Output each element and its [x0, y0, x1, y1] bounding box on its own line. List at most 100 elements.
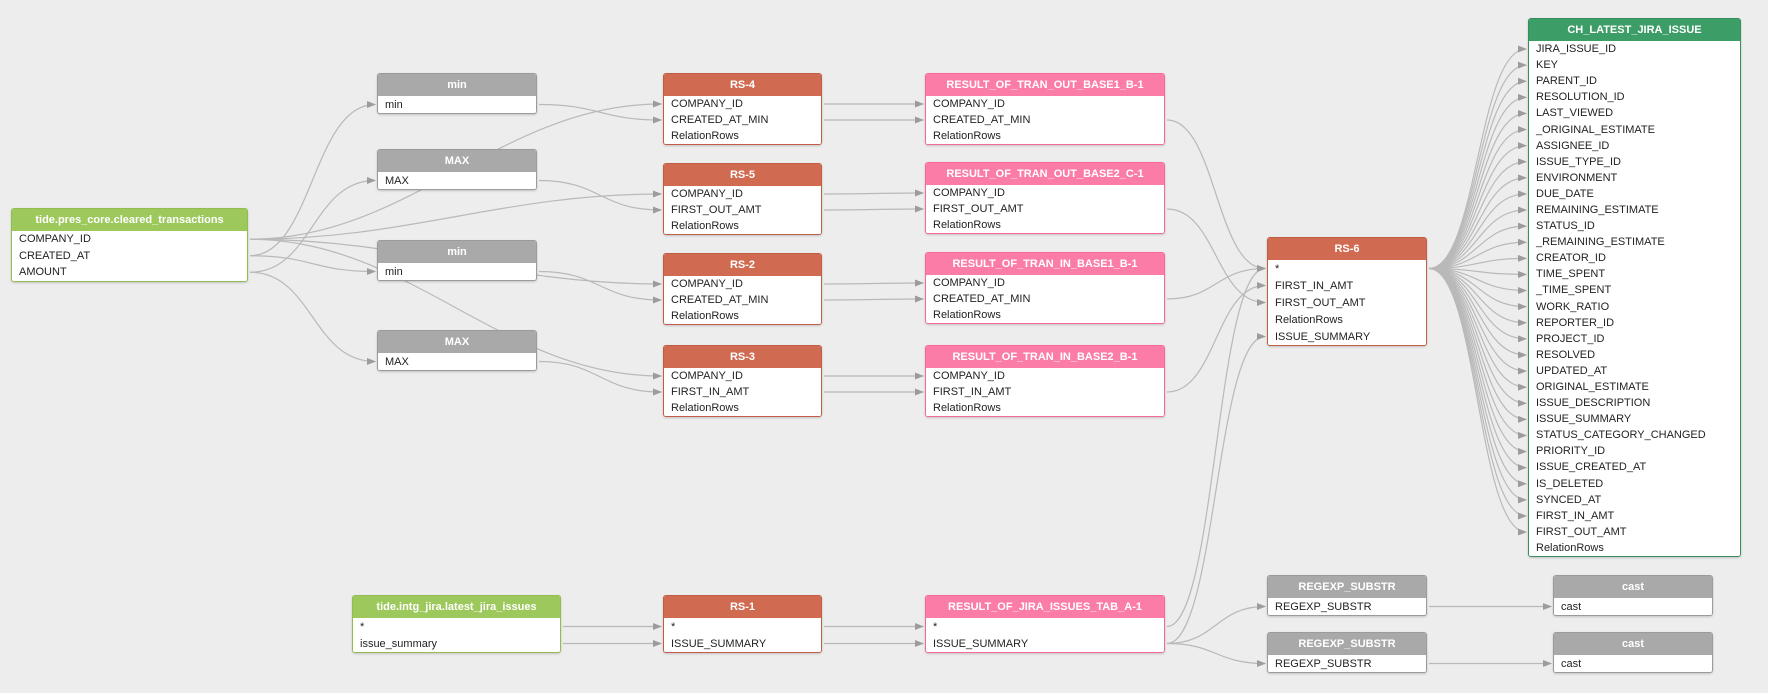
node-rs1[interactable]: RS-1*ISSUE_SUMMARY — [663, 595, 822, 653]
field-relationrows[interactable]: RelationRows — [664, 128, 821, 144]
field-parent-id[interactable]: PARENT_ID — [1529, 73, 1740, 90]
field-key[interactable]: KEY — [1529, 57, 1740, 74]
node-title[interactable]: cast — [1554, 576, 1712, 598]
field-issue-summary[interactable]: ISSUE_SUMMARY — [926, 635, 1164, 652]
field-min[interactable]: min — [378, 263, 536, 280]
field-company-id[interactable]: COMPANY_ID — [664, 368, 821, 384]
field-created-at-min[interactable]: CREATED_AT_MIN — [926, 112, 1164, 128]
node-title[interactable]: MAX — [378, 331, 536, 353]
field-first-in-amt[interactable]: FIRST_IN_AMT — [664, 384, 821, 400]
field-company-id[interactable]: COMPANY_ID — [12, 231, 247, 248]
field-issue-created-at[interactable]: ISSUE_CREATED_AT — [1529, 459, 1740, 476]
field--[interactable]: * — [664, 618, 821, 635]
field-status-category-changed[interactable]: STATUS_CATEGORY_CHANGED — [1529, 427, 1740, 444]
node-title[interactable]: REGEXP_SUBSTR — [1268, 576, 1426, 598]
node-src_jira[interactable]: tide.intg_jira.latest_jira_issues*issue_… — [352, 595, 561, 653]
field-work-ratio[interactable]: WORK_RATIO — [1529, 298, 1740, 315]
field-first-in-amt[interactable]: FIRST_IN_AMT — [1268, 277, 1426, 294]
field-last-viewed[interactable]: LAST_VIEWED — [1529, 105, 1740, 122]
node-title[interactable]: RS-6 — [1268, 238, 1426, 260]
field-company-id[interactable]: COMPANY_ID — [664, 276, 821, 292]
field-relationrows[interactable]: RelationRows — [664, 308, 821, 324]
field-relationrows[interactable]: RelationRows — [926, 217, 1164, 233]
field-first-out-amt[interactable]: FIRST_OUT_AMT — [1268, 294, 1426, 311]
field-company-id[interactable]: COMPANY_ID — [926, 275, 1164, 291]
node-title[interactable]: RESULT_OF_TRAN_OUT_BASE2_C-1 — [926, 163, 1164, 185]
field--remaining-estimate[interactable]: _REMAINING_ESTIMATE — [1529, 234, 1740, 251]
field-is-deleted[interactable]: IS_DELETED — [1529, 475, 1740, 492]
field--time-spent[interactable]: _TIME_SPENT — [1529, 282, 1740, 299]
field-company-id[interactable]: COMPANY_ID — [926, 185, 1164, 201]
field-company-id[interactable]: COMPANY_ID — [926, 96, 1164, 112]
field-first-in-amt[interactable]: FIRST_IN_AMT — [1529, 507, 1740, 524]
field-environment[interactable]: ENVIRONMENT — [1529, 169, 1740, 186]
field-creator-id[interactable]: CREATOR_ID — [1529, 250, 1740, 267]
node-title[interactable]: RS-1 — [664, 596, 821, 618]
field-assignee-id[interactable]: ASSIGNEE_ID — [1529, 137, 1740, 154]
field-status-id[interactable]: STATUS_ID — [1529, 218, 1740, 235]
field-resolved[interactable]: RESOLVED — [1529, 346, 1740, 363]
node-title[interactable]: tide.intg_jira.latest_jira_issues — [353, 596, 560, 618]
node-title[interactable]: RESULT_OF_TRAN_OUT_BASE1_B-1 — [926, 74, 1164, 96]
node-title[interactable]: RS-4 — [664, 74, 821, 96]
field-regexp-substr[interactable]: REGEXP_SUBSTR — [1268, 655, 1426, 672]
node-title[interactable]: min — [378, 74, 536, 96]
node-title[interactable]: RS-2 — [664, 254, 821, 276]
node-title[interactable]: cast — [1554, 633, 1712, 655]
field-relationrows[interactable]: RelationRows — [926, 400, 1164, 416]
field-project-id[interactable]: PROJECT_ID — [1529, 330, 1740, 347]
field-relationrows[interactable]: RelationRows — [664, 218, 821, 234]
field-jira-issue-id[interactable]: JIRA_ISSUE_ID — [1529, 41, 1740, 58]
field-due-date[interactable]: DUE_DATE — [1529, 185, 1740, 202]
field-synced-at[interactable]: SYNCED_AT — [1529, 491, 1740, 508]
node-title[interactable]: MAX — [378, 150, 536, 172]
field-company-id[interactable]: COMPANY_ID — [926, 368, 1164, 384]
field-relationrows[interactable]: RelationRows — [926, 128, 1164, 144]
field-issue-type-id[interactable]: ISSUE_TYPE_ID — [1529, 153, 1740, 170]
field--original-estimate[interactable]: _ORIGINAL_ESTIMATE — [1529, 121, 1740, 138]
field-issue-summary[interactable]: issue_summary — [353, 635, 560, 652]
node-title[interactable]: min — [378, 241, 536, 263]
field-relationrows[interactable]: RelationRows — [664, 400, 821, 416]
node-title[interactable]: tide.pres_core.cleared_transactions — [12, 209, 247, 231]
field-resolution-id[interactable]: RESOLUTION_ID — [1529, 89, 1740, 106]
field-created-at-min[interactable]: CREATED_AT_MIN — [664, 112, 821, 128]
field-time-spent[interactable]: TIME_SPENT — [1529, 266, 1740, 283]
field-original-estimate[interactable]: ORIGINAL_ESTIMATE — [1529, 378, 1740, 396]
field--[interactable]: * — [1268, 260, 1426, 277]
field-remaining-estimate[interactable]: REMAINING_ESTIMATE — [1529, 201, 1740, 219]
node-title[interactable]: REGEXP_SUBSTR — [1268, 633, 1426, 655]
field-first-out-amt[interactable]: FIRST_OUT_AMT — [664, 202, 821, 218]
field-cast[interactable]: cast — [1554, 655, 1712, 672]
field-issue-summary[interactable]: ISSUE_SUMMARY — [1529, 411, 1740, 428]
node-title[interactable]: CH_LATEST_JIRA_ISSUE — [1529, 19, 1740, 41]
node-title[interactable]: RESULT_OF_TRAN_IN_BASE2_B-1 — [926, 346, 1164, 368]
field-first-in-amt[interactable]: FIRST_IN_AMT — [926, 384, 1164, 400]
field-relationrows[interactable]: RelationRows — [1529, 539, 1740, 556]
field-relationrows[interactable]: RelationRows — [926, 307, 1164, 323]
field-company-id[interactable]: COMPANY_ID — [664, 186, 821, 202]
field-updated-at[interactable]: UPDATED_AT — [1529, 362, 1740, 379]
field-first-out-amt[interactable]: FIRST_OUT_AMT — [926, 201, 1164, 217]
field-max[interactable]: MAX — [378, 353, 536, 370]
node-title[interactable]: RESULT_OF_JIRA_ISSUES_TAB_A-1 — [926, 596, 1164, 618]
field-max[interactable]: MAX — [378, 172, 536, 189]
field-regexp-substr[interactable]: REGEXP_SUBSTR — [1268, 598, 1426, 615]
